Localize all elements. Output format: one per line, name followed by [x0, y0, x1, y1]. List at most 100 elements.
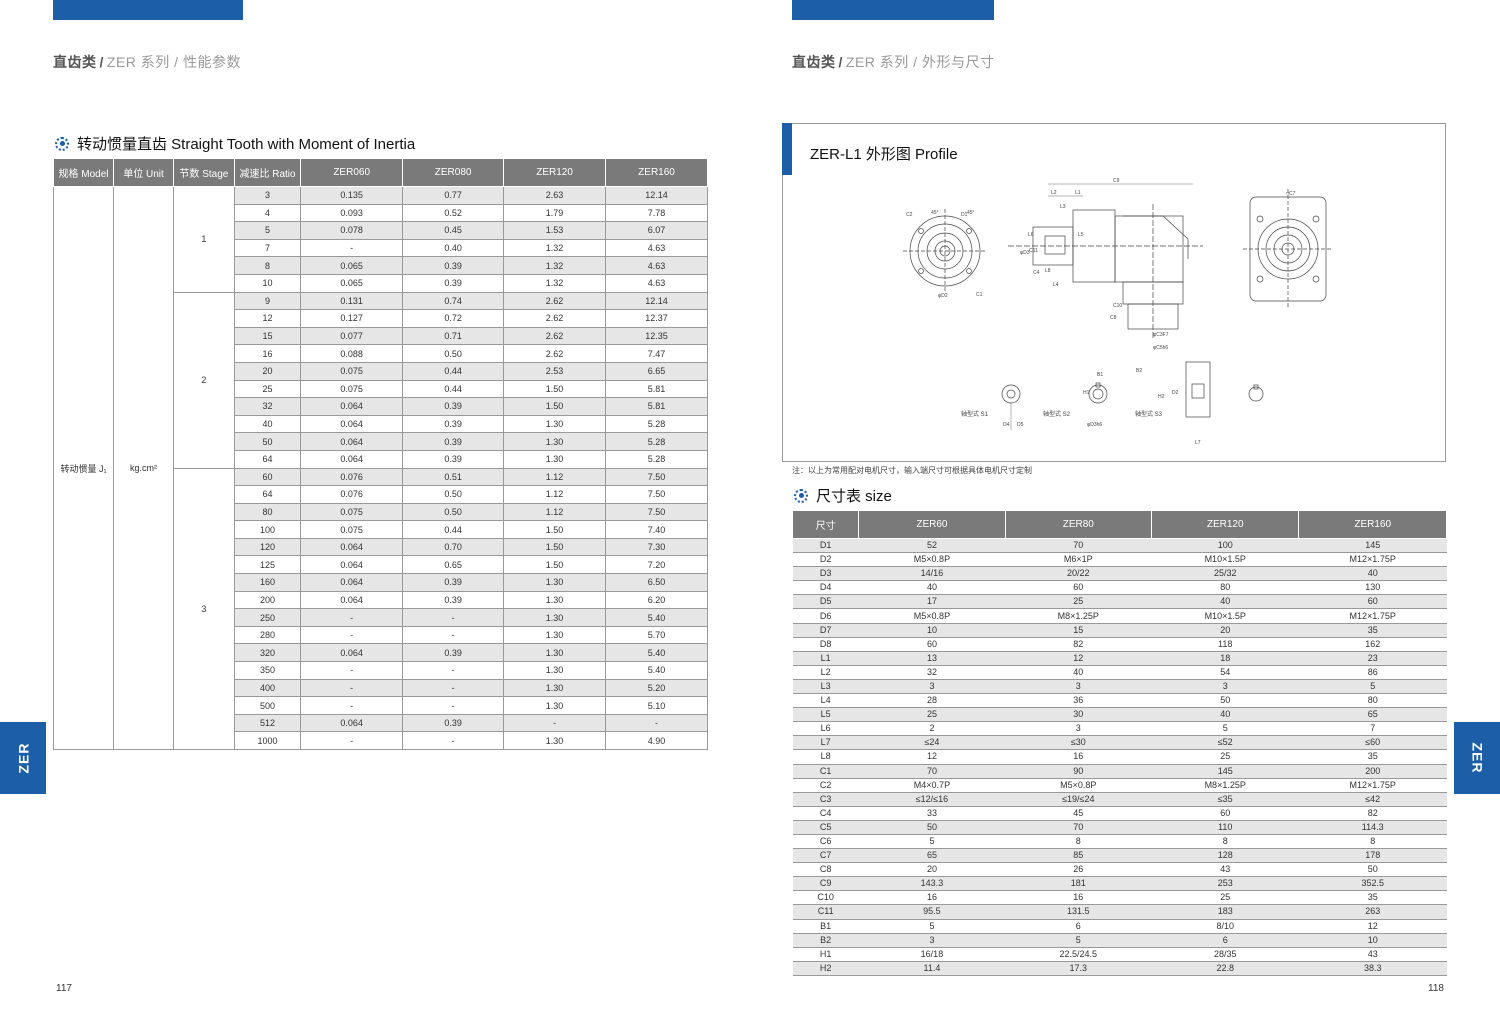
shaft-s3-label: 轴型式 S3 — [1135, 410, 1163, 418]
dimension-value-cell: 40 — [1005, 665, 1152, 680]
dimension-name-cell: D6 — [792, 608, 859, 624]
dimension-value-cell: 3 — [1005, 679, 1152, 695]
inertia-value-cell: 1.30 — [503, 608, 607, 627]
ratio-cell: 12 — [233, 309, 302, 328]
dimension-value-cell: 8 — [1151, 834, 1299, 850]
inertia-value-cell: 7.50 — [605, 467, 708, 487]
ratio-cell: 3 — [233, 186, 302, 205]
inertia-value-cell: 0.064 — [300, 537, 404, 557]
shaft-s2-label: 轴型式 S2 — [1043, 410, 1071, 418]
dimension-label: C2 — [906, 212, 913, 218]
dimension-value-cell: 6 — [1005, 919, 1152, 934]
dimension-value-cell: 130 — [1298, 580, 1447, 596]
dimension-value-cell: 7 — [1298, 721, 1447, 737]
dimension-name-cell: C11 — [792, 904, 859, 920]
dimension-value-cell: 60 — [1298, 594, 1447, 610]
dimension-label: φC3F7 — [1153, 332, 1169, 338]
inertia-value-cell: 1.30 — [503, 678, 607, 698]
dimension-value-cell: 43 — [1151, 862, 1299, 878]
shaft-s3 — [1185, 361, 1211, 418]
inertia-value-cell: 0.50 — [402, 485, 505, 504]
dimension-value-cell: 60 — [858, 637, 1006, 652]
dimension-value-cell: ≤12/≤16 — [858, 792, 1006, 807]
inertia-value-cell: 1.50 — [503, 397, 607, 416]
dimension-label: L5 — [1078, 232, 1084, 238]
dimension-value-cell: 20 — [858, 862, 1006, 878]
ratio-cell: 280 — [233, 625, 302, 645]
inertia-value-cell: - — [402, 731, 505, 750]
dimension-value-cell: 32 — [858, 665, 1006, 680]
dimension-value-cell: 6 — [1151, 933, 1299, 948]
inertia-value-cell: 2.53 — [503, 361, 607, 381]
inertia-value-cell: 5.40 — [605, 643, 708, 663]
dimension-name-cell: L6 — [792, 721, 859, 737]
inertia-value-cell: 5.81 — [605, 397, 708, 416]
right-top-bar — [792, 0, 994, 20]
dimension-value-cell: 16/18 — [858, 947, 1006, 962]
inertia-value-cell: 0.064 — [300, 449, 404, 469]
dimension-value-cell: 5 — [858, 834, 1006, 850]
shaft-s1-label: 轴型式 S1 — [961, 410, 989, 418]
inertia-value-cell: 0.075 — [300, 379, 404, 399]
inertia-value-cell: 0.064 — [300, 590, 404, 610]
dimension-name-cell: C7 — [792, 848, 859, 864]
dimension-value-cell: 65 — [1298, 707, 1447, 723]
dimension-name-cell: L8 — [792, 749, 859, 765]
inertia-value-cell: 1.32 — [503, 256, 607, 275]
inertia-value-cell: 0.088 — [300, 344, 404, 363]
ratio-cell: 64 — [233, 449, 302, 469]
dimension-value-cell: 22.8 — [1151, 961, 1299, 976]
dimension-label: C9 — [1113, 178, 1120, 184]
dimension-value-cell: 80 — [1151, 580, 1299, 596]
dimension-value-cell: 65 — [858, 848, 1006, 864]
dimension-label: L8 — [1045, 268, 1051, 274]
inertia-value-cell: 1.30 — [503, 449, 607, 469]
dimension-value-cell: ≤42 — [1298, 792, 1447, 807]
dimension-value-cell: M5×0.8P — [858, 552, 1006, 568]
dimension-value-cell: 43 — [1298, 947, 1447, 962]
inertia-value-cell: 0.39 — [402, 713, 505, 733]
inertia-value-cell: 0.077 — [300, 326, 404, 346]
size-section-title: 尺寸表 size — [794, 485, 892, 506]
dimension-value-cell: ≤24 — [858, 735, 1006, 751]
dimension-value-cell: 253 — [1151, 876, 1299, 892]
inertia-value-cell: 0.50 — [402, 502, 505, 522]
inertia-value-cell: 1.30 — [503, 573, 607, 592]
inertia-value-cell: 1.30 — [503, 590, 607, 610]
inertia-value-cell: - — [402, 608, 505, 627]
inertia-header-cell: 单位 Unit — [113, 158, 174, 187]
inertia-value-cell: 1.50 — [503, 555, 607, 575]
dimension-value-cell: 33 — [858, 806, 1006, 821]
inertia-value-cell: 7.50 — [605, 485, 708, 504]
inertia-value-cell: 0.064 — [300, 397, 404, 416]
dimension-value-cell: 183 — [1151, 904, 1299, 920]
dimension-value-cell: M12×1.75P — [1298, 778, 1447, 793]
inertia-value-cell: 6.65 — [605, 361, 708, 381]
dimension-value-cell: 181 — [1005, 876, 1152, 892]
inertia-value-cell: 0.39 — [402, 414, 505, 434]
dimension-label: φD2 — [938, 293, 948, 299]
dimension-value-cell: 200 — [1298, 764, 1447, 779]
dimension-name-cell: C6 — [792, 834, 859, 850]
ratio-cell: 100 — [233, 520, 302, 539]
inertia-value-cell: 0.44 — [402, 379, 505, 399]
inertia-value-cell: 2.62 — [503, 309, 607, 328]
dimension-name-cell: L4 — [792, 693, 859, 709]
dimension-value-cell: 110 — [1151, 820, 1299, 835]
inertia-value-cell: 0.065 — [300, 273, 404, 293]
model-cell: 转动惯量 J₁ — [52, 186, 115, 750]
